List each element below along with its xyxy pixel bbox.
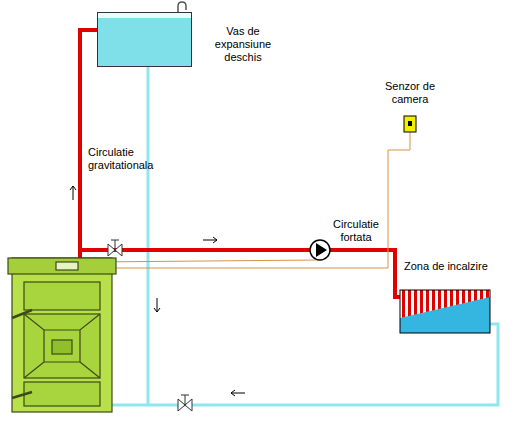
node-label: Vas de expansiune deschis <box>202 25 284 64</box>
expansion-vessel: Vas de expansiune deschis <box>97 12 192 67</box>
node-label: Zona de incalzire <box>404 260 488 273</box>
sensor-symbol <box>404 116 416 132</box>
node-label: Senzor de camera <box>376 80 444 106</box>
room-sensor: Senzor de camera <box>404 116 416 132</box>
supply-pipe <box>80 30 400 297</box>
flow-label: Circulatie gravitationala <box>88 146 158 172</box>
sensor-symbol <box>408 121 412 126</box>
control-wire <box>92 132 410 268</box>
flow-label: Circulatie fortata <box>330 218 382 244</box>
valve-symbol <box>108 240 192 411</box>
radiator-symbol <box>400 290 490 333</box>
boiler-illustration <box>8 258 116 412</box>
heating-zone: Zona de incalzire <box>400 290 490 333</box>
return-pipe <box>100 67 498 405</box>
pump-symbol <box>310 240 330 260</box>
